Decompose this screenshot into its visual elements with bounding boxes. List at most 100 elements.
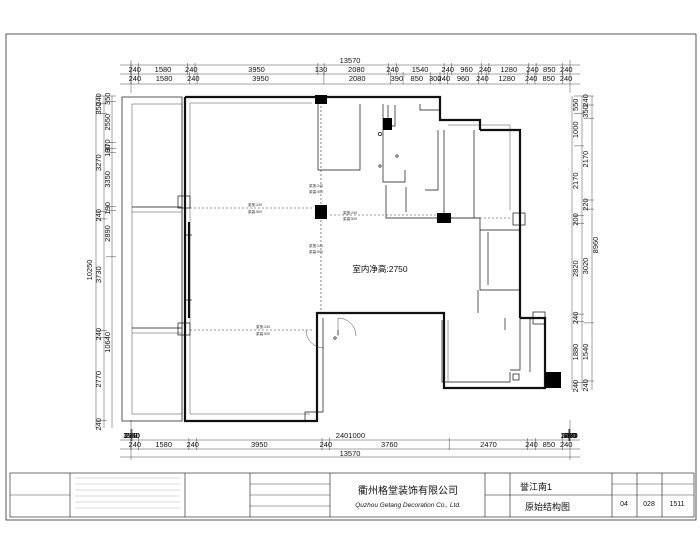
dim-label: 240 — [571, 380, 580, 393]
dim-label: 240 — [94, 93, 103, 106]
sheet-code-3: 1511 — [669, 501, 684, 508]
dim-label: 2080 — [348, 65, 365, 74]
sheet-border — [5, 33, 697, 521]
dim-label: 240 — [442, 65, 455, 74]
beam-label-a: 梁宽:240 — [309, 183, 323, 188]
dim-label: 1880 — [571, 344, 580, 361]
beam-lines — [190, 106, 512, 331]
beam-label-b: 梁高:500 — [343, 216, 357, 221]
dim-label: 2170 — [581, 151, 590, 168]
dim-label: 240 — [438, 74, 451, 83]
drain-icon — [378, 132, 382, 136]
column-right-mid — [437, 213, 451, 223]
dim-label: 2550 — [103, 114, 112, 131]
dim-label: 130 — [315, 65, 328, 74]
dim-label: 350 — [94, 102, 103, 115]
dim-label: 1280 — [498, 74, 515, 83]
sheet-code-2: 028 — [643, 501, 655, 508]
beam-labels: 梁宽:240 梁高:500 梁宽:240 梁高:500 梁宽:240 梁高:50… — [248, 183, 357, 336]
dim-label: 3950 — [248, 65, 265, 74]
dim-label: 2890 — [103, 225, 112, 242]
dim-label: 1540 — [581, 344, 590, 361]
dim-label: 200 — [571, 213, 580, 226]
dim-label: 190 — [103, 144, 112, 157]
bottom-total-dim: 13570 — [340, 449, 361, 458]
dim-label: 240 — [94, 418, 103, 431]
drain-icon-2 — [395, 154, 399, 158]
pipe-icon — [512, 373, 520, 381]
dim-label: 240 — [525, 440, 538, 449]
dim-label: 240 — [581, 94, 590, 107]
dim-label: 2770 — [94, 371, 103, 388]
dim-label: 350 — [581, 105, 590, 118]
walls — [121, 95, 547, 423]
beam-label-b: 梁高:500 — [248, 209, 262, 214]
dim-label: 3950 — [123, 431, 140, 440]
dim-label: 2080 — [349, 74, 366, 83]
dim-label: 240 — [526, 65, 539, 74]
dim-label: 1580 — [155, 440, 172, 449]
dim-label: 3950 — [251, 440, 268, 449]
dim-label: 240 — [560, 440, 573, 449]
dim-label: 3760 — [381, 440, 398, 449]
left-balcony-outline — [121, 96, 183, 422]
dim-label: 240 — [94, 209, 103, 222]
dim-label: 850 — [542, 74, 555, 83]
dim-label: 240 — [94, 328, 103, 341]
dim-label: 850 — [543, 65, 556, 74]
dim-label: 240 — [129, 440, 142, 449]
beam-label-a: 梁宽:240 — [309, 243, 323, 248]
drawing-name: 原始结构图 — [525, 501, 570, 512]
beam-label-b: 梁高:500 — [256, 331, 270, 336]
dim-label: 550 — [571, 99, 580, 112]
column-upper-mid — [383, 118, 392, 130]
beam-label-a: 梁宽:240 — [248, 202, 262, 207]
dim-label: 240 — [560, 65, 573, 74]
dim-label: 1280 — [500, 65, 517, 74]
dim-label: 240 — [386, 65, 399, 74]
room-height-note: 室内净高:2750 — [352, 264, 408, 274]
column-marker-left-1 — [177, 195, 191, 209]
left-total-dim: 10250 — [85, 260, 94, 281]
dim-label: 240 — [185, 65, 198, 74]
beam-label-b: 梁高:500 — [309, 249, 323, 254]
company-name-en: Quzhou Getang Decoration Co., Ltd. — [355, 502, 461, 509]
dim-label: 2470 — [480, 440, 497, 449]
company-name-cn: 衢州格堂装饰有限公司 — [358, 484, 458, 497]
dim-label: 3270 — [94, 154, 103, 171]
dim-label: 1000 — [571, 121, 580, 138]
dim-label: 850 — [411, 74, 424, 83]
dim-label: 240 — [581, 379, 590, 392]
top-total-dim: 13570 — [340, 56, 361, 65]
column-marker-right — [512, 212, 526, 226]
dim-label: 240 — [476, 74, 489, 83]
dim-label: 370 — [103, 139, 112, 152]
dim-label: 960 — [457, 74, 470, 83]
structural-columns — [177, 95, 561, 388]
dim-label: 850 — [543, 440, 556, 449]
dim-label: 240 — [320, 440, 333, 449]
drain-icon-3 — [378, 164, 382, 168]
dim-label: 3950 — [252, 74, 269, 83]
dim-label: 1580 — [156, 74, 173, 83]
dim-label: 390 — [391, 74, 404, 83]
dim-label: 350 — [103, 93, 112, 106]
column-center — [315, 205, 327, 219]
dim-label: 1580 — [155, 65, 172, 74]
beam-label-b: 梁高:500 — [309, 189, 323, 194]
dim-label: 300 — [429, 74, 442, 83]
dim-label: 240 — [129, 74, 142, 83]
column-marker-left-2 — [177, 322, 191, 336]
